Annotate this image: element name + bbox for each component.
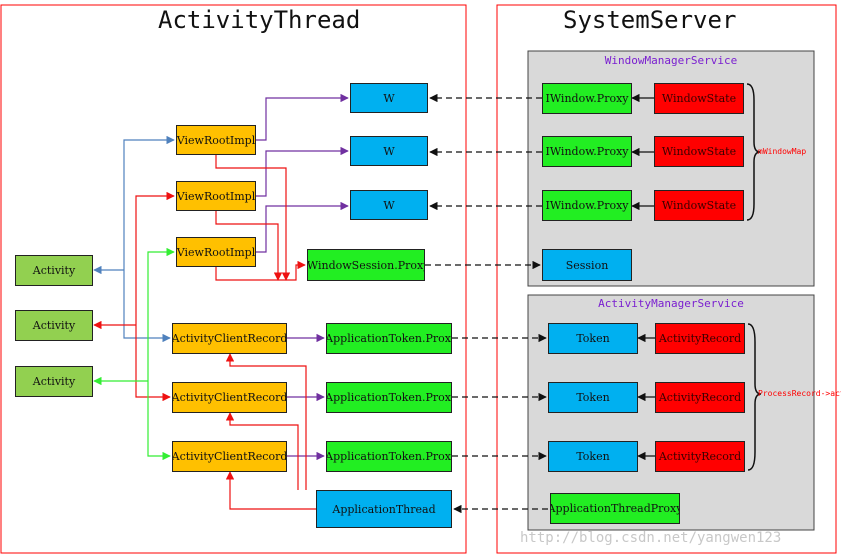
window-state-node-3[interactable]: WindowState	[654, 190, 744, 221]
iwindowsession-proxy-node[interactable]: IWindowSession.Proxy	[307, 249, 425, 281]
activity-client-record-node-2[interactable]: ActivityClientRecord	[172, 382, 287, 413]
activity-record-node-3[interactable]: ActivityRecord	[655, 441, 745, 472]
window-state-node-2[interactable]: WindowState	[654, 136, 744, 167]
solid-ref-connectors	[631, 93, 655, 461]
w-node-2[interactable]: W	[350, 136, 428, 166]
w-node-3[interactable]: W	[350, 190, 428, 220]
viewrootimpl-node-1[interactable]: ViewRootImpl	[176, 125, 256, 155]
viewroot-to-session-connectors	[215, 155, 306, 281]
red-connectors	[93, 191, 175, 402]
green-to-viewroot3	[147, 247, 175, 381]
token-node-1[interactable]: Token	[548, 323, 638, 354]
token-node-3[interactable]: Token	[548, 441, 638, 472]
red-to-record2	[135, 325, 171, 402]
appthread-to-record1	[225, 353, 307, 490]
application-thread-proxy-node[interactable]: ApplicationThreadProxy	[550, 493, 680, 524]
iapplication-token-proxy-node-2[interactable]: IApplicationToken.Proxy	[326, 382, 452, 413]
red-to-viewroot2	[135, 191, 175, 325]
activity-node-2[interactable]: Activity	[15, 310, 93, 341]
blue-to-record1	[123, 270, 171, 343]
iwindow-proxy-node-3[interactable]: IWindow.Proxy	[542, 190, 632, 221]
viewroot1-to-session	[215, 155, 291, 281]
blue-connectors	[93, 135, 175, 343]
session-node[interactable]: Session	[542, 249, 632, 281]
activity-thread-panel	[0, 4, 467, 554]
activity-node-1[interactable]: Activity	[15, 255, 93, 286]
viewroot2-to-session	[215, 211, 283, 281]
wms-title: WindowManagerService	[604, 54, 738, 67]
viewroot-to-w-connectors	[256, 93, 349, 253]
window-map-label: mWindowMap	[758, 147, 807, 156]
appthread-to-record-connectors	[225, 353, 316, 510]
system-server-title: SystemServer	[563, 6, 737, 34]
ams-title: ActivityManagerService	[598, 297, 744, 310]
iapplication-token-proxy-node-3[interactable]: IApplicationToken.Proxy	[326, 441, 452, 472]
process-record-label: ProcessRecord->acti	[758, 389, 841, 398]
activity-record-node-1[interactable]: ActivityRecord	[655, 323, 745, 354]
window-map-brace	[746, 83, 761, 221]
green-to-record3	[147, 381, 171, 461]
viewrootimpl-node-2[interactable]: ViewRootImpl	[176, 181, 256, 211]
system-server-panel	[496, 4, 837, 554]
appthread-to-record2	[225, 412, 299, 490]
activity-node-3[interactable]: Activity	[15, 366, 93, 397]
activity-thread-title: ActivityThread	[158, 6, 361, 34]
process-record-brace	[747, 323, 762, 471]
activity-record-node-2[interactable]: ActivityRecord	[655, 382, 745, 413]
token-node-2[interactable]: Token	[548, 382, 638, 413]
activity-client-record-node-3[interactable]: ActivityClientRecord	[172, 441, 287, 472]
viewroot3-to-session	[215, 260, 306, 281]
viewroot1-to-w1	[256, 93, 349, 141]
window-state-node-1[interactable]: WindowState	[654, 83, 744, 114]
viewroot2-to-w2	[256, 146, 349, 197]
watermark-text: http://blog.csdn.net/yangwen123	[520, 530, 782, 546]
iapplication-token-proxy-node-1[interactable]: IApplicationToken.Proxy	[326, 323, 452, 354]
viewrootimpl-node-3[interactable]: ViewRootImpl	[176, 237, 256, 267]
binder-dashed-connectors	[425, 93, 548, 514]
activity-client-record-node-1[interactable]: ActivityClientRecord	[172, 323, 287, 354]
iwindow-proxy-node-1[interactable]: IWindow.Proxy	[542, 83, 632, 114]
green-connectors	[93, 247, 175, 461]
w-node-1[interactable]: W	[350, 83, 428, 113]
iwindow-proxy-node-2[interactable]: IWindow.Proxy	[542, 136, 632, 167]
viewroot3-to-w3	[256, 201, 349, 253]
application-thread-node[interactable]: ApplicationThread	[316, 490, 452, 528]
blue-trunk	[123, 135, 175, 270]
appthread-to-record3	[225, 471, 316, 510]
